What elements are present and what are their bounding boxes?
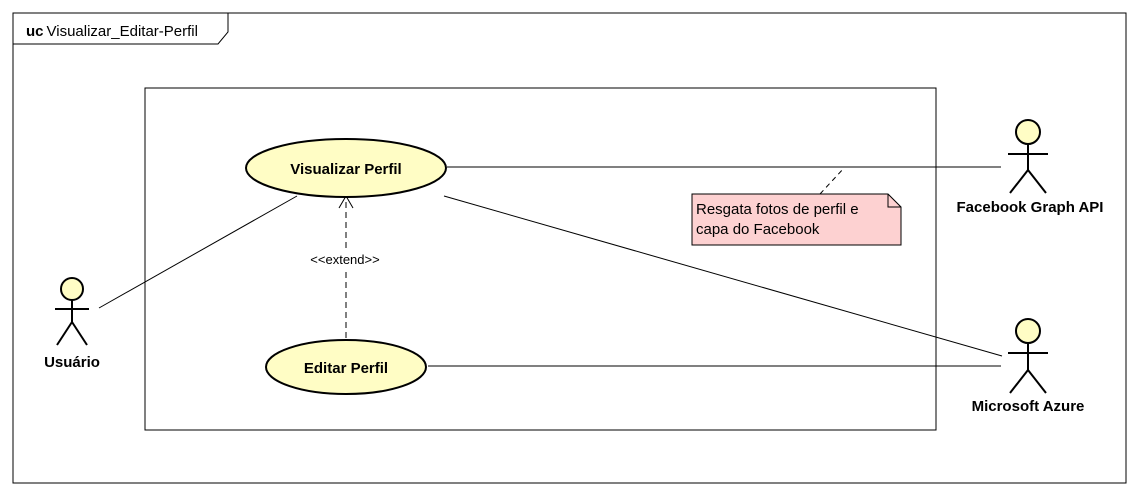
actor-microsoft-azure[interactable] [1008,318,1048,394]
note-line-1: Resgata fotos de perfil e [696,201,859,218]
system-boundary [144,87,937,431]
use-case-editar-perfil[interactable]: Editar Perfil [265,339,427,395]
note-box[interactable] [691,193,902,246]
use-case-label: Editar Perfil [304,360,388,377]
use-case-visualizar-perfil[interactable]: Visualizar Perfil [245,138,447,198]
extend-label-bg [302,250,388,268]
note-fold [887,194,901,208]
diagram-frame [12,12,1127,484]
note-line-2: capa do Facebook [696,221,820,238]
actor-usuario[interactable] [55,277,89,346]
note-anchor [819,167,845,195]
use-case-label: Visualizar Perfil [290,161,401,178]
frame-title-tab [12,12,229,45]
actor-head-icon [1015,318,1041,344]
association-user-view [98,195,298,309]
actor-head-icon [1015,119,1041,145]
association-view-azure [443,195,1003,357]
actor-facebook-graph-api[interactable] [1008,119,1048,194]
extend-label: <<extend>> [310,252,379,267]
actor-facebook-label: Facebook Graph API [957,199,1104,216]
actor-head-icon [60,277,84,301]
actor-azure-label: Microsoft Azure [972,398,1085,415]
actor-usuario-label: Usuário [44,354,100,371]
